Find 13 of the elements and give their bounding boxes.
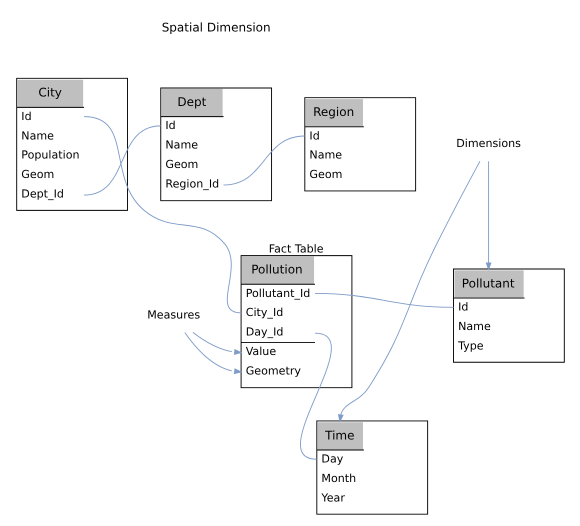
connector <box>222 136 305 186</box>
connector <box>83 125 161 196</box>
node-text: Dimensions <box>456 137 520 150</box>
arrow <box>192 332 242 355</box>
connector <box>300 332 331 460</box>
label: Spatial Dimension <box>161 20 270 35</box>
node-text: Measures <box>146 308 200 322</box>
connector <box>83 116 242 314</box>
arrow <box>337 160 480 423</box>
arrow <box>485 160 491 271</box>
arrow <box>184 332 242 374</box>
node-label: Fact Table <box>268 242 324 256</box>
connector <box>314 293 454 308</box>
